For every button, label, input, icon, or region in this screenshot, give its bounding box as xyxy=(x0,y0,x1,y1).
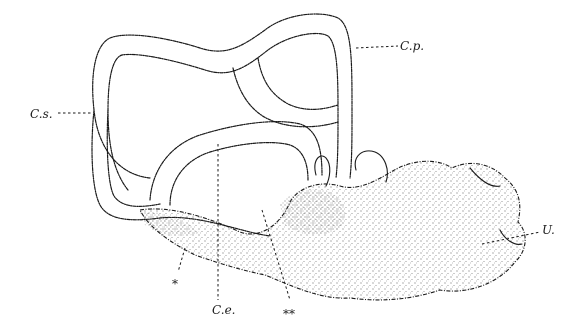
label-star2: ** xyxy=(283,307,295,321)
utricle-body xyxy=(140,161,525,300)
label-cp-group: C.p. xyxy=(356,39,424,53)
label-u: U. xyxy=(542,223,555,237)
label-star1-group: * xyxy=(172,248,185,291)
label-ce: C.e. xyxy=(212,303,235,317)
label-star1: * xyxy=(172,277,178,291)
label-cp: C.p. xyxy=(400,39,424,53)
label-cs-group: C.s. xyxy=(30,107,92,121)
label-cs: C.s. xyxy=(30,107,53,121)
